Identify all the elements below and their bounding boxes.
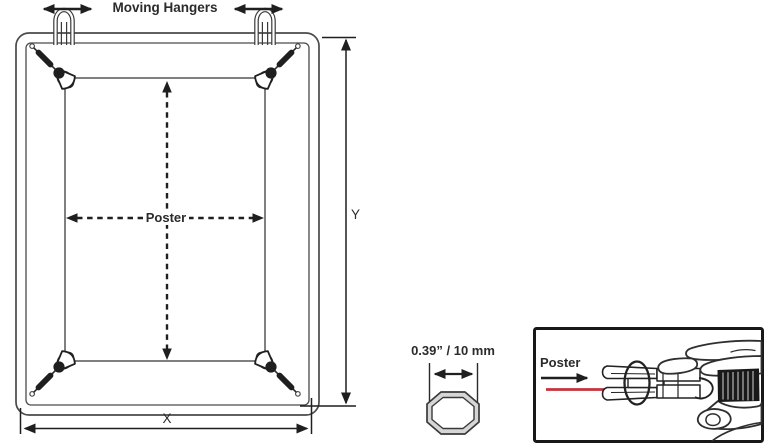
moving-hangers-label: Moving Hangers [112, 0, 218, 15]
ribbed-grip-icon [717, 368, 760, 403]
spring-clip-icon [601, 360, 714, 406]
width-dimension-label: X [162, 411, 172, 426]
insert-poster-label: Poster [540, 355, 581, 370]
insert-detail-box [533, 327, 764, 443]
x-dimension-line [19, 398, 313, 434]
tube-diameter-label: 0.39” / 10 mm [411, 343, 495, 358]
hand-holding-clip-icon [657, 339, 763, 442]
y-dimension-line [300, 36, 356, 407]
height-dimension-label: Y [351, 207, 361, 222]
poster-dimension-label: Poster [143, 210, 189, 225]
poster-height-dashed-arrow [162, 81, 172, 360]
tube-cross-section-icon [426, 363, 480, 435]
poster-width-dashed-arrow [66, 213, 264, 223]
